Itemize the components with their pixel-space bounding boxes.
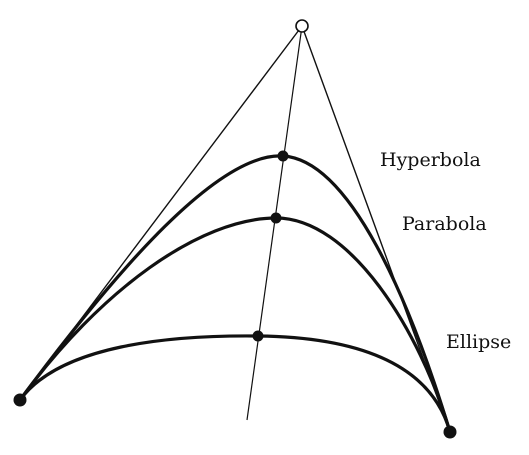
parabola-shoulder-point: [270, 212, 282, 224]
ellipse-label: Ellipse: [446, 331, 511, 353]
hyperbola-shoulder-point: [277, 150, 289, 162]
right-endpoint: [443, 425, 457, 439]
apex-control-point: [295, 19, 309, 33]
hyperbola-label: Hyperbola: [380, 149, 481, 171]
parabola-curve: [18, 216, 452, 434]
parabola-label: Parabola: [402, 213, 487, 235]
ellipse-curve: [18, 334, 452, 434]
ellipse-shoulder-point: [252, 330, 264, 342]
left-endpoint: [13, 393, 27, 407]
